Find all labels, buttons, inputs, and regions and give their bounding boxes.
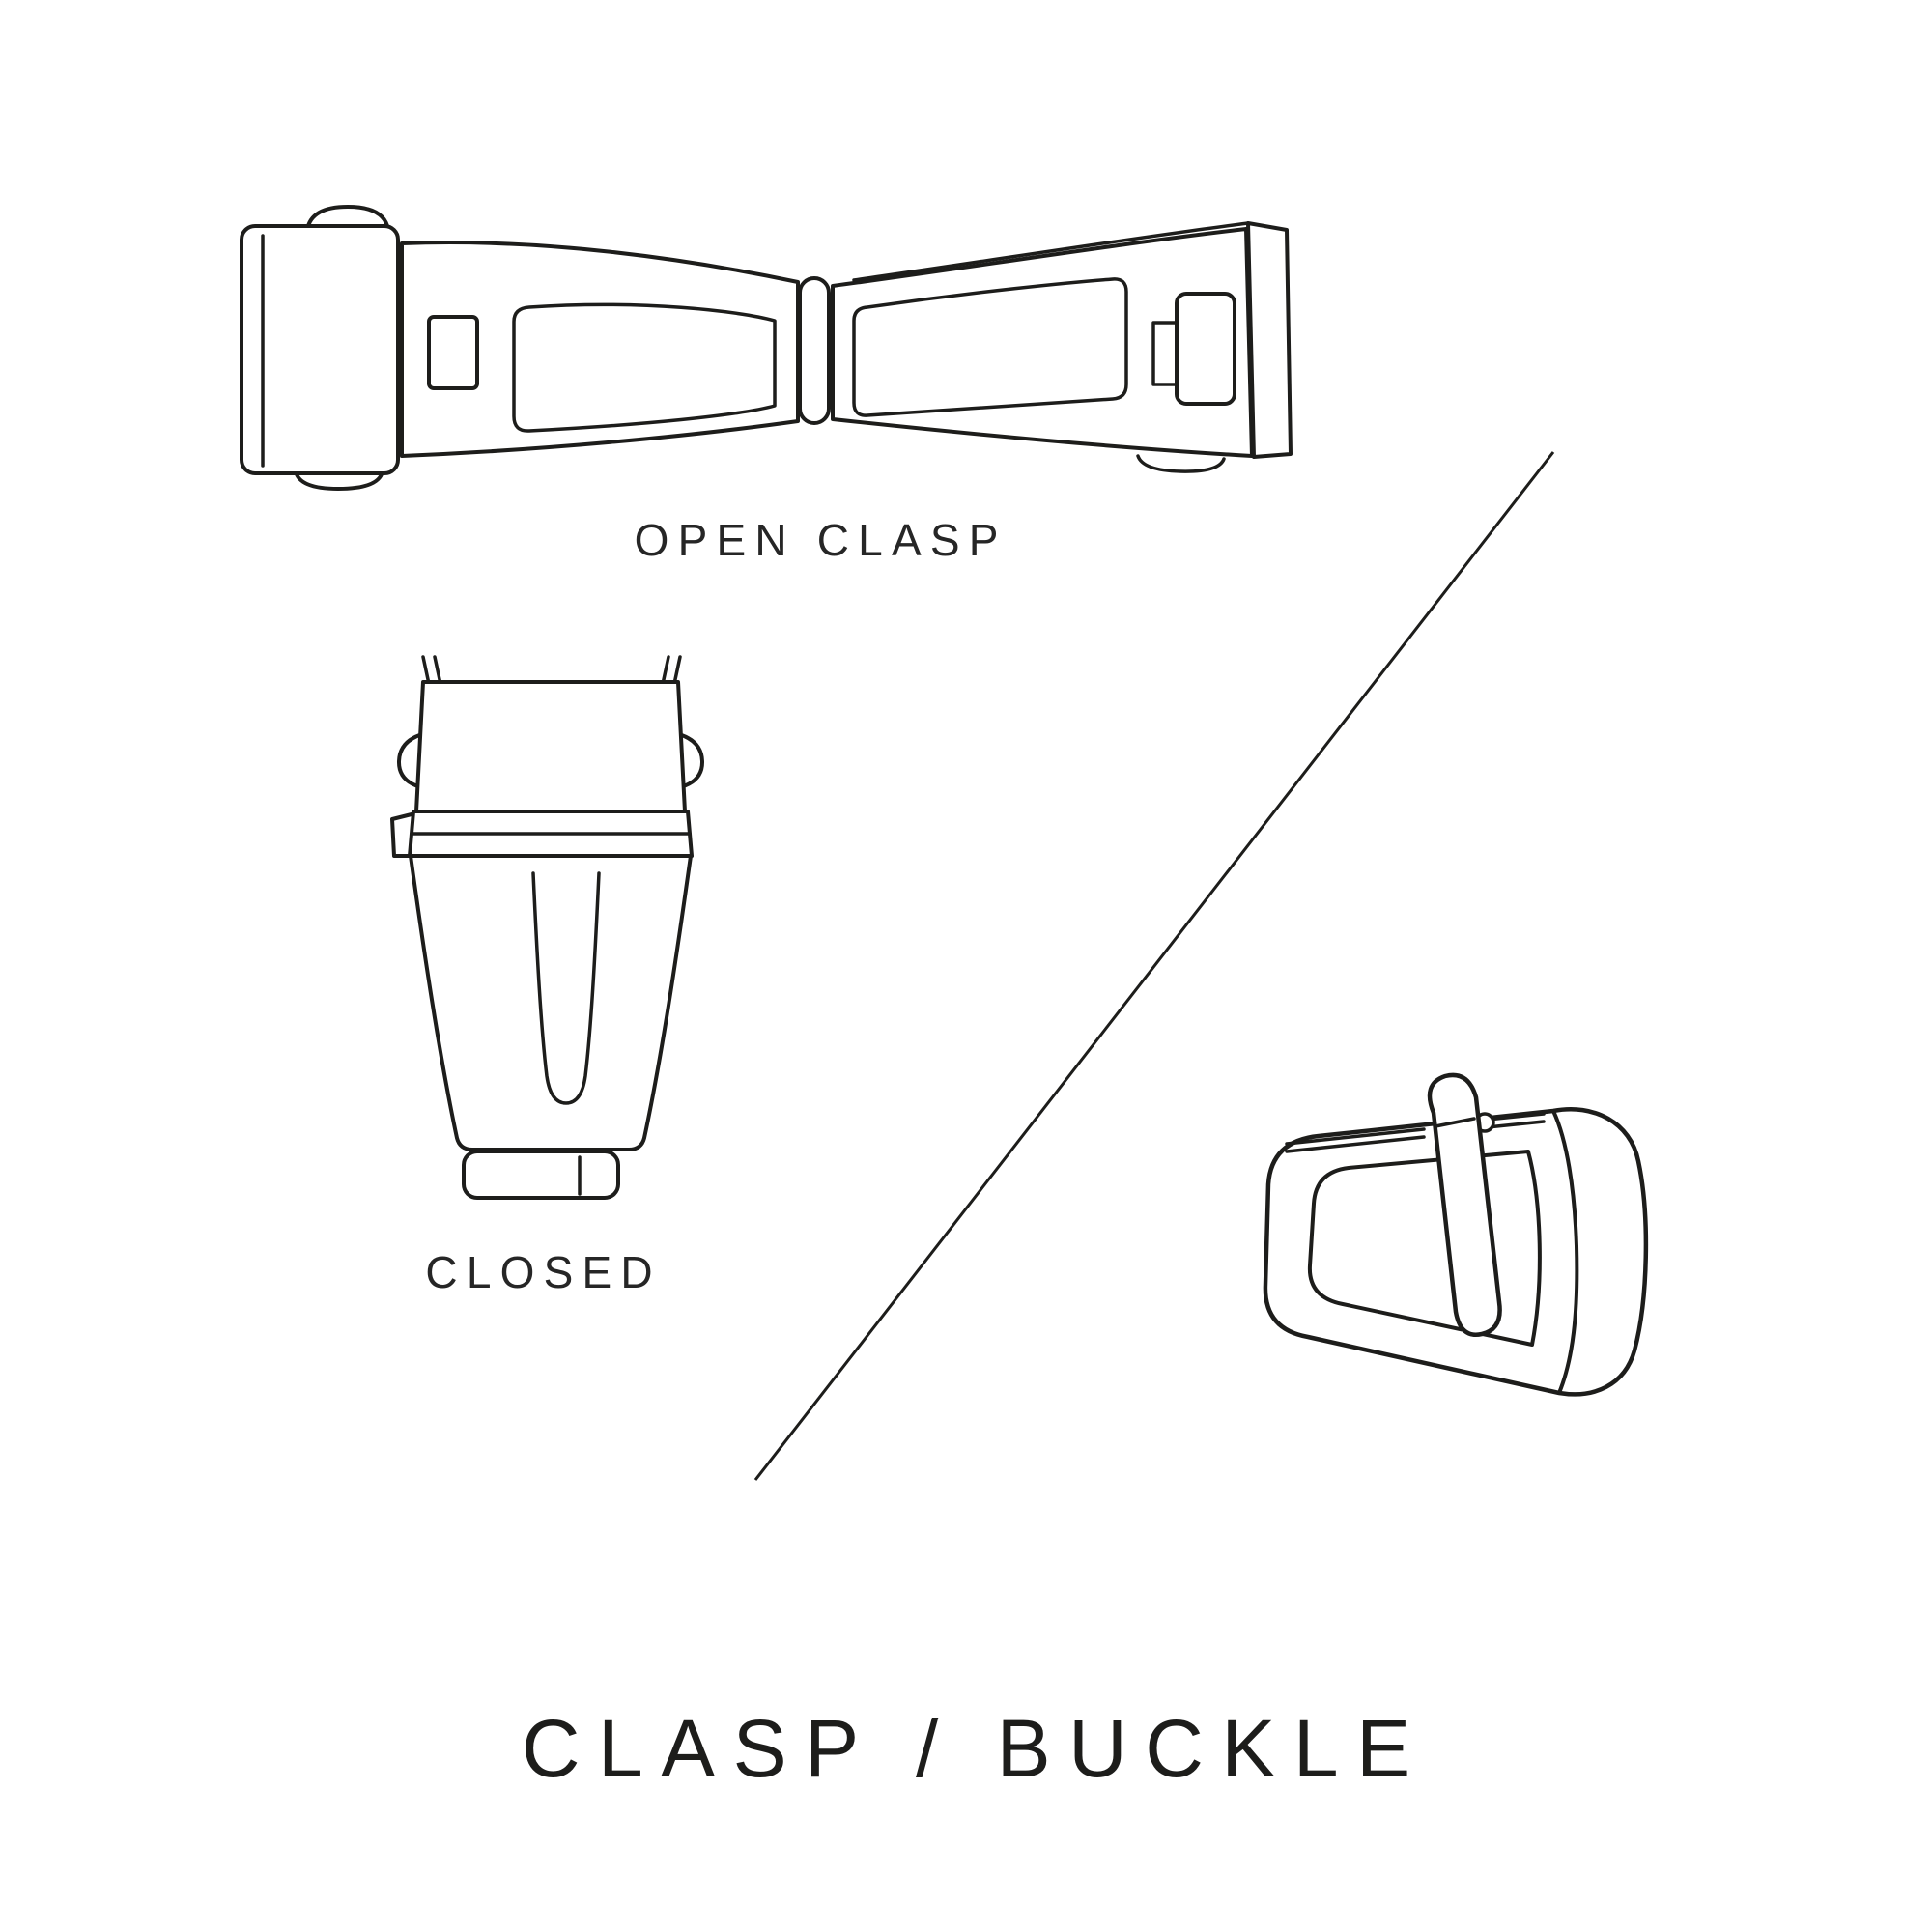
tang-buckle-icon: [1263, 1072, 1649, 1397]
diagonal-divider-line: [753, 451, 1555, 1481]
closed-clasp-icon: [390, 655, 705, 1200]
open-clasp-icon: [240, 205, 1293, 491]
buckle-pin: [1285, 1127, 1426, 1153]
buckle-tongue: [1427, 1072, 1502, 1337]
closed-clasp-label: CLOSED: [425, 1247, 662, 1297]
page-title: CLASP / BUCKLE: [521, 1703, 1429, 1794]
open-clasp-label: OPEN CLASP: [634, 515, 1008, 565]
